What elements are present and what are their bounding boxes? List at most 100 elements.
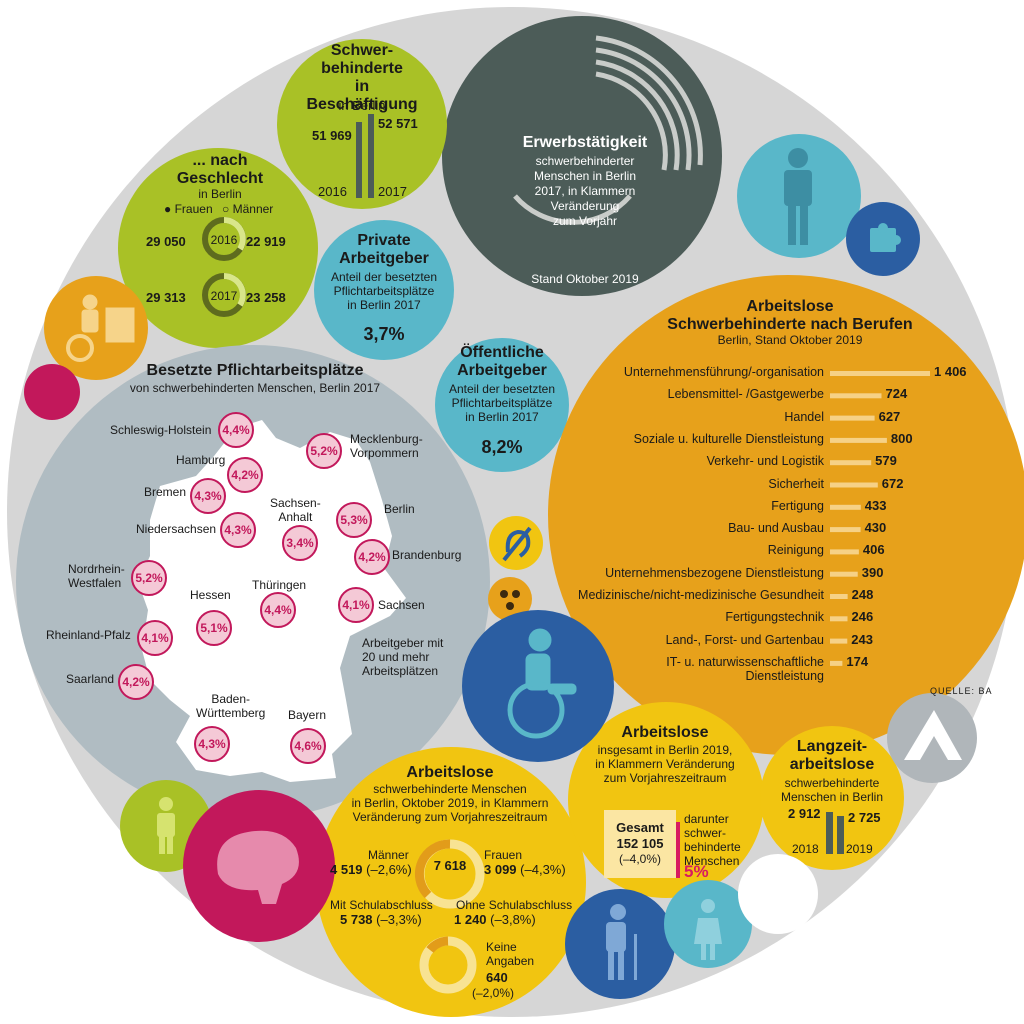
keine-label: Keine Angaben xyxy=(486,940,535,968)
jobs-bar-label: Medizinische/nicht-medizinische Gesundhe… xyxy=(578,588,824,602)
langzeit-bar-2019 xyxy=(837,816,844,854)
arbeitslose-total: 7 618 xyxy=(433,858,467,873)
public-circle xyxy=(435,338,569,472)
jobs-bar-value: 430 xyxy=(864,520,887,536)
map-state-label: Brandenburg xyxy=(392,548,462,562)
desk-wheelchair-icon xyxy=(66,294,135,362)
white-dot xyxy=(738,854,818,934)
langzeit-y2019: 2019 xyxy=(846,842,873,856)
employment-subtitle: in Berlin xyxy=(338,98,386,113)
map-state-label: Thüringen xyxy=(252,578,307,592)
jobs-bar-value: 724 xyxy=(885,386,908,402)
map-state-value: 4,2% xyxy=(354,539,390,575)
jobs-bar xyxy=(830,660,843,666)
jobs-bar xyxy=(830,616,848,622)
map-state-value: 5,2% xyxy=(306,433,342,469)
erwerb-stand: Stand Oktober 2019 xyxy=(531,272,639,286)
employment-y2016: 2016 xyxy=(318,184,347,199)
map-state-label: Bayern xyxy=(288,708,327,722)
frauen-value: 3 099 xyxy=(484,862,517,877)
map-state-value: 4,4% xyxy=(218,412,254,448)
jobs-bar-label: Unternehmensführung/-organisation xyxy=(623,365,824,379)
person-icon xyxy=(784,148,812,245)
mit-label: Mit Schulabschluss xyxy=(330,898,433,912)
map-state-label: Saarland xyxy=(66,672,115,686)
elderly-icon xyxy=(606,904,637,980)
puzzle-icon xyxy=(870,223,901,252)
langzeit-v2019: 2 725 xyxy=(848,810,881,825)
jobs-bar xyxy=(830,415,875,421)
jobs-bar xyxy=(830,460,872,466)
map-state-label: Nordrhein- Westfalen xyxy=(68,562,125,590)
jobs-bar xyxy=(830,504,861,510)
small-person-icon xyxy=(157,797,175,854)
jobs-bar-value: 390 xyxy=(861,564,884,580)
jobs-bar xyxy=(830,594,848,599)
private-title: Private Arbeitgeber xyxy=(339,232,429,267)
source-label: QUELLE: BA xyxy=(930,686,993,696)
gesamt-change: (–4,0%) xyxy=(618,852,662,866)
jobs-bar-label: IT- u. naturwissenschaftliche Dienstleis… xyxy=(666,654,824,683)
maenner-label: Männer xyxy=(368,848,409,862)
maenner-change: (–2,6%) xyxy=(366,862,412,877)
erwerb-circle xyxy=(442,16,722,296)
map-state-value: 4,1% xyxy=(338,587,374,623)
jobs-bar-value: 433 xyxy=(864,497,887,513)
gender-f2016: 29 050 xyxy=(146,234,186,249)
langzeit-v2018: 2 912 xyxy=(788,806,821,821)
map-state-label: Hessen xyxy=(190,588,231,602)
langzeit-title: Langzeit- arbeitslose xyxy=(789,738,875,773)
jobs-bar-label: Fertigung xyxy=(771,498,824,513)
gender-ring-2016 xyxy=(202,217,246,261)
jobs-bar-label: Reinigung xyxy=(767,543,824,558)
map-state-value: 4,1% xyxy=(137,620,173,656)
map-state-label: Mecklenburg- Vorpommern xyxy=(350,432,423,460)
jobs-bar-value: 627 xyxy=(878,408,901,424)
gender-subtitle: in Berlin xyxy=(198,187,242,201)
hearing-icon xyxy=(502,526,532,562)
ohne-label: Ohne Schulabschluss xyxy=(456,898,573,912)
map-state-value: 4,3% xyxy=(220,512,256,548)
gender-y2017: 2017 xyxy=(210,289,238,303)
jobs-bar xyxy=(830,393,882,399)
jobs-bar xyxy=(830,371,930,376)
braille-icon xyxy=(500,590,520,610)
keine-value: 640 xyxy=(486,970,508,985)
employment-v2017: 52 571 xyxy=(378,116,418,131)
map-state-value: 4,2% xyxy=(227,457,263,493)
jobs-title: Arbeitslose Schwerbehinderte nach Berufe… xyxy=(667,298,913,333)
agency-logo-icon xyxy=(904,710,962,760)
share-value: 5% xyxy=(684,862,709,881)
jobs-bar-value: 246 xyxy=(851,609,874,625)
gender-m2016: 22 919 xyxy=(246,234,286,249)
employment-bar-2017 xyxy=(368,114,374,198)
private-circle xyxy=(314,220,454,360)
gender-legend-f-text: Frauen xyxy=(174,202,213,216)
jobs-bar-label: Unternehmensbezogene Dienstleistung xyxy=(605,565,824,580)
map-state-value: 4,3% xyxy=(190,478,226,514)
gender-legend-m: ○ Männer xyxy=(222,202,274,216)
maenner-value-row: 4 519 (–2,6%) xyxy=(330,862,412,877)
braille-circle xyxy=(488,577,532,621)
map-state-label: Niedersachsen xyxy=(136,522,217,536)
private-body: Anteil der besetzten Pflichtarbeitsplätz… xyxy=(330,270,438,312)
ohne-value-row: 1 240 (–3,8%) xyxy=(454,912,536,927)
wheelchair-icon xyxy=(507,628,577,739)
private-value: 3,7% xyxy=(363,324,405,344)
jobs-bar-label: Sicherheit xyxy=(768,476,824,491)
jobs-bar xyxy=(830,437,887,443)
map-state-label: Rheinland-Pfalz xyxy=(46,628,131,642)
langzeit-y2018: 2018 xyxy=(792,842,819,856)
brain-icon xyxy=(217,830,299,904)
map-state-label: Sachsen- Anhalt xyxy=(270,496,321,524)
gesamt-label: Gesamt xyxy=(616,820,664,835)
employment-bar-2016 xyxy=(356,122,362,198)
mit-value: 5 738 xyxy=(340,912,373,927)
employment-title: Schwer- behinderte in Beschäftigung xyxy=(306,42,418,113)
map-state-value: 5,2% xyxy=(131,560,167,596)
mit-change: (–3,3%) xyxy=(376,912,422,927)
employment-y2017: 2017 xyxy=(378,184,407,199)
jobs-bar xyxy=(830,638,848,644)
ohne-value: 1 240 xyxy=(454,912,487,927)
